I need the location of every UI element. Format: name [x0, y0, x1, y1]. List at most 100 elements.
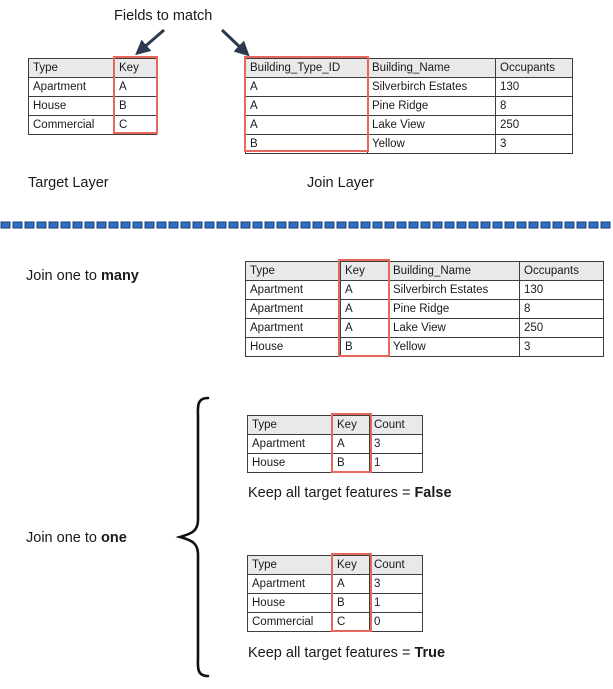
cell-count: 1: [369, 593, 423, 613]
cell-key: A: [340, 318, 389, 338]
cell-count: 3: [369, 574, 423, 594]
caption-emphasis: True: [414, 645, 446, 661]
cell-occupants: 130: [495, 77, 573, 97]
column-header-count: Count: [369, 415, 423, 435]
cell-type: Apartment: [28, 77, 115, 97]
column-header-occupants: Occupants: [519, 261, 604, 281]
caption-emphasis: many: [100, 268, 139, 284]
join-one-to-one-caption: Join one to one: [26, 530, 127, 546]
table-row: House B Yellow 3: [245, 337, 604, 357]
table-row: A Silverbirch Estates 130: [245, 77, 573, 97]
caption-prefix: Join one to: [26, 268, 101, 284]
one-to-one-true-table: Type Key Count Apartment A 3 House B 1 C…: [247, 555, 423, 632]
target-layer-label: Target Layer: [28, 175, 109, 191]
column-header-key: Key: [114, 58, 157, 78]
page-title: Fields to match: [114, 8, 213, 24]
table-row: Commercial C: [28, 115, 157, 135]
caption-prefix: Keep all target features =: [248, 645, 415, 661]
cell-building-name: Lake View: [388, 318, 520, 338]
table-row: House B 1: [247, 453, 423, 473]
column-header-building-type-id: Building_Type_ID: [245, 58, 368, 78]
caption-prefix: Keep all target features =: [248, 485, 415, 501]
cell-key: C: [114, 115, 157, 135]
table-header-row: Type Key Count: [247, 555, 423, 575]
cell-type: Apartment: [245, 299, 341, 319]
cell-key: A: [332, 574, 370, 594]
column-header-type: Type: [247, 555, 333, 575]
arrow-to-target-key-icon: [135, 28, 165, 56]
cell-occupants: 250: [495, 115, 573, 135]
column-header-type: Type: [247, 415, 333, 435]
keep-all-true-caption: Keep all target features = True: [248, 645, 445, 661]
cell-type: Apartment: [247, 574, 333, 594]
table-row: House B 1: [247, 593, 423, 613]
table-row: Apartment A Lake View 250: [245, 318, 604, 338]
cell-building-name: Silverbirch Estates: [388, 280, 520, 300]
cell-building-type-id: A: [245, 115, 368, 135]
caption-emphasis: one: [100, 530, 127, 546]
cell-building-name: Silverbirch Estates: [367, 77, 496, 97]
table-row: Apartment A Silverbirch Estates 130: [245, 280, 604, 300]
section-divider: [0, 221, 611, 229]
column-header-building-name: Building_Name: [367, 58, 496, 78]
table-row: A Lake View 250: [245, 115, 573, 135]
cell-key: B: [332, 453, 370, 473]
table-row: A Pine Ridge 8: [245, 96, 573, 116]
cell-type: House: [245, 337, 341, 357]
cell-key: A: [114, 77, 157, 97]
column-header-key: Key: [340, 261, 389, 281]
arrow-to-join-key-icon: [220, 28, 250, 57]
cell-key: A: [332, 434, 370, 454]
join-layer-table: Building_Type_ID Building_Name Occupants…: [245, 58, 573, 154]
cell-type: Apartment: [247, 434, 333, 454]
cell-building-name: Yellow: [388, 337, 520, 357]
cell-occupants: 8: [519, 299, 604, 319]
cell-building-type-id: A: [245, 77, 368, 97]
cell-count: 0: [369, 612, 423, 632]
column-header-occupants: Occupants: [495, 58, 573, 78]
cell-type: House: [247, 453, 333, 473]
table-row: Apartment A 3: [247, 434, 423, 454]
column-header-key: Key: [332, 415, 370, 435]
table-row: Apartment A 3: [247, 574, 423, 594]
cell-type: House: [247, 593, 333, 613]
column-header-key: Key: [332, 555, 370, 575]
cell-key: B: [114, 96, 157, 116]
join-layer-label: Join Layer: [307, 175, 374, 191]
cell-occupants: 8: [495, 96, 573, 116]
cell-key: A: [340, 280, 389, 300]
cell-occupants: 250: [519, 318, 604, 338]
cell-building-type-id: B: [245, 134, 368, 154]
table-header-row: Type Key Count: [247, 415, 423, 435]
cell-key: A: [340, 299, 389, 319]
keep-all-false-caption: Keep all target features = False: [248, 485, 452, 501]
cell-key: C: [332, 612, 370, 632]
table-header-row: Type Key Building_Name Occupants: [245, 261, 604, 281]
cell-count: 1: [369, 453, 423, 473]
column-header-type: Type: [245, 261, 341, 281]
table-row: B Yellow 3: [245, 134, 573, 154]
table-row: House B: [28, 96, 157, 116]
curly-brace-icon: [175, 396, 210, 678]
column-header-building-name: Building_Name: [388, 261, 520, 281]
table-row: Apartment A Pine Ridge 8: [245, 299, 604, 319]
cell-building-name: Yellow: [367, 134, 496, 154]
cell-count: 3: [369, 434, 423, 454]
cell-building-name: Pine Ridge: [367, 96, 496, 116]
cell-occupants: 3: [519, 337, 604, 357]
cell-building-name: Pine Ridge: [388, 299, 520, 319]
table-header-row: Type Key: [28, 58, 157, 78]
cell-type: Apartment: [245, 280, 341, 300]
cell-occupants: 130: [519, 280, 604, 300]
cell-type: Commercial: [247, 612, 333, 632]
cell-occupants: 3: [495, 134, 573, 154]
column-header-count: Count: [369, 555, 423, 575]
caption-emphasis: False: [414, 485, 452, 501]
table-row: Apartment A: [28, 77, 157, 97]
cell-key: B: [340, 337, 389, 357]
one-to-one-false-table: Type Key Count Apartment A 3 House B 1: [247, 415, 423, 473]
table-row: Commercial C 0: [247, 612, 423, 632]
one-to-many-result-table: Type Key Building_Name Occupants Apartme…: [245, 261, 604, 357]
table-header-row: Building_Type_ID Building_Name Occupants: [245, 58, 573, 78]
cell-building-type-id: A: [245, 96, 368, 116]
